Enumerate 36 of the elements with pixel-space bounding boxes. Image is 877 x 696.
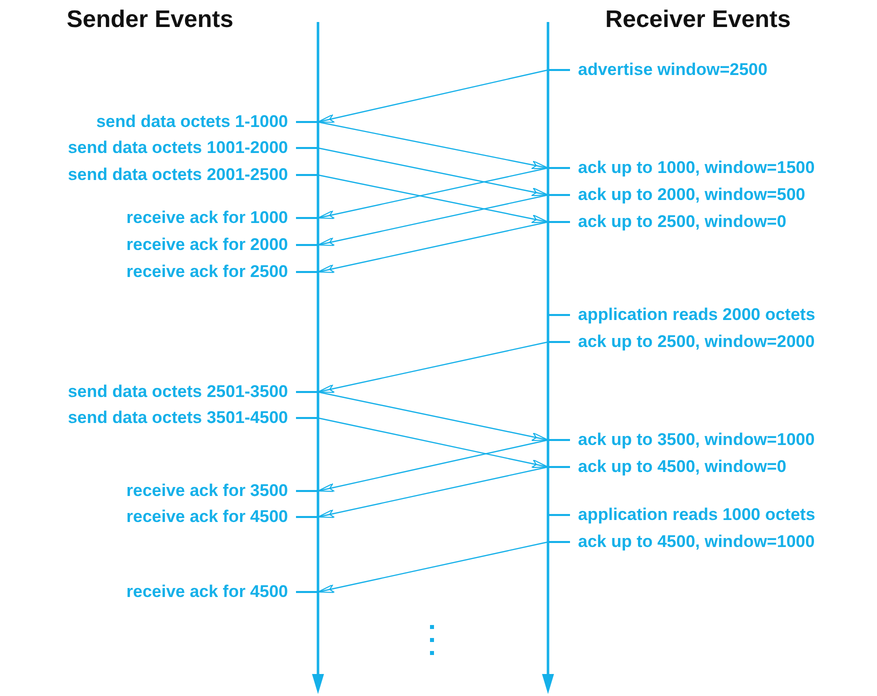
message-arrow [317,221,548,274]
event-label: send data octets 2001-2500 [68,165,288,185]
event-label: ack up to 4500, window=1000 [578,532,815,552]
message-arrow [317,466,548,518]
event-label: ack up to 2500, window=0 [578,212,786,232]
message-arrow [318,417,549,468]
message-arrow [317,69,548,123]
message-arrow [318,391,549,442]
event-label: receive ack for 3500 [126,481,288,501]
event-label: ack up to 3500, window=1000 [578,430,815,450]
message-arrow [318,121,549,170]
event-label: advertise window=2500 [578,60,768,80]
event-label: send data octets 3501-4500 [68,408,288,428]
event-label: send data octets 2501-3500 [68,382,288,402]
message-arrow [317,439,548,492]
message-arrow [317,341,548,394]
message-arrow [318,147,549,196]
column-heading: Receiver Events [605,6,791,34]
event-label: receive ack for 2500 [126,262,288,282]
message-arrow [317,194,548,246]
event-label: send data octets 1-1000 [96,112,288,132]
event-label: send data octets 1001-2000 [68,138,288,158]
message-arrow [318,174,549,224]
event-label: application reads 2000 octets [578,305,816,325]
event-label: receive ack for 2000 [126,235,288,255]
event-label: ack up to 2500, window=2000 [578,332,815,352]
column-heading: Sender Events [66,6,234,34]
event-label: ack up to 4500, window=0 [578,457,786,477]
message-arrow [317,167,548,220]
event-label: ack up to 2000, window=500 [578,185,806,205]
event-label: receive ack for 4500 [126,582,288,602]
event-label: application reads 1000 octets [578,505,816,525]
message-arrow [317,541,548,594]
event-label: receive ack for 4500 [126,507,288,527]
event-label: receive ack for 1000 [126,208,288,228]
event-label: ack up to 1000, window=1500 [578,158,815,178]
